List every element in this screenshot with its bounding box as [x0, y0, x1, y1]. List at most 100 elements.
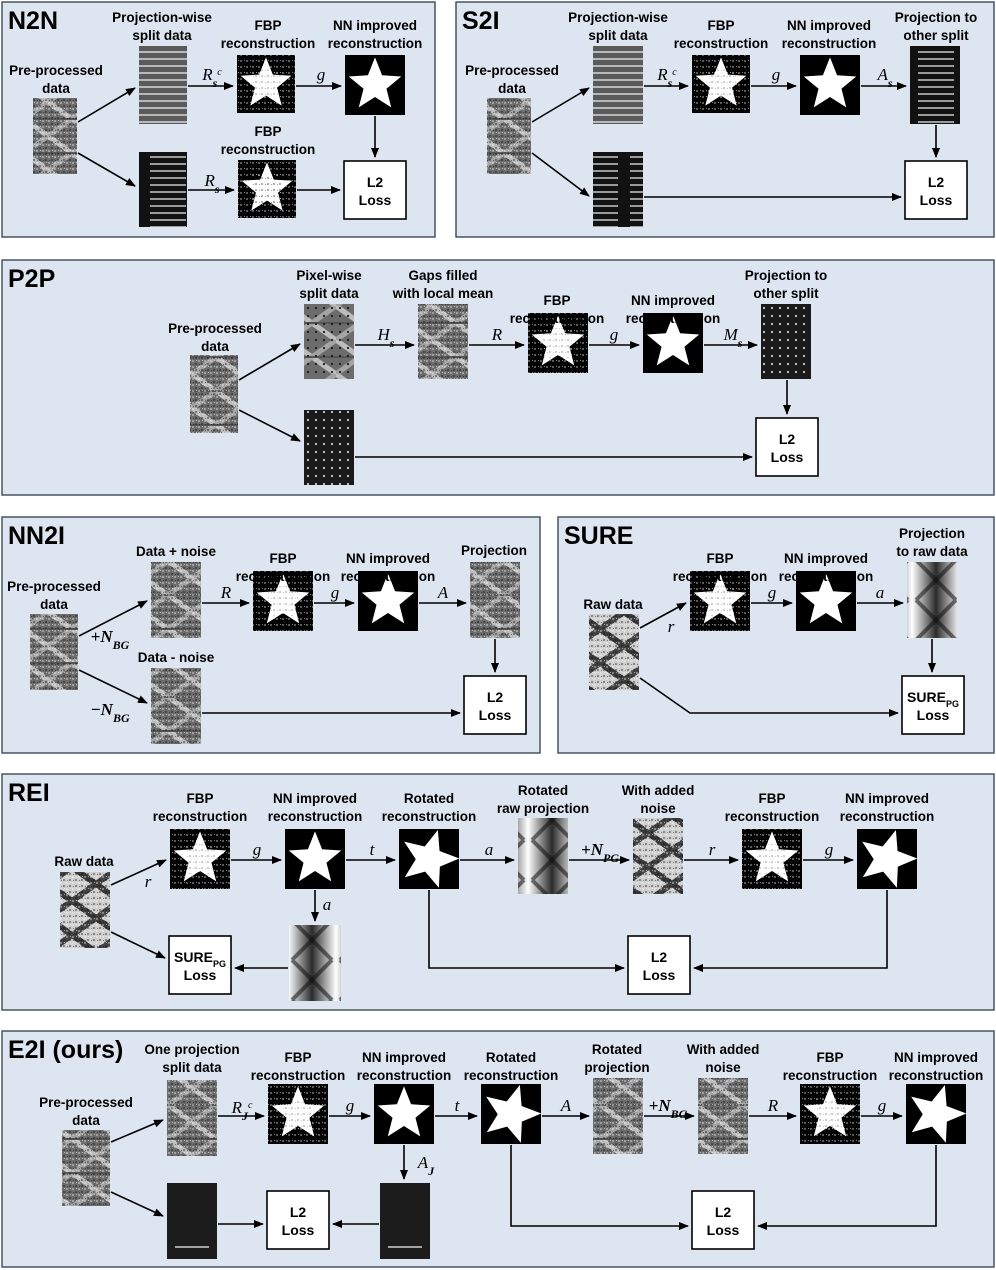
rei-rawproj-image: [518, 818, 568, 894]
e2i-edge-rot-loss2: [510, 1145, 689, 1230]
p2p-op-ms: Ms: [723, 325, 743, 350]
e2i-rot-label-line2: reconstruction: [464, 1068, 559, 1083]
e2i-split-label-line2: split data: [162, 1060, 222, 1075]
rei-fbp2-label-line1: FBP: [759, 791, 786, 806]
n2n-loss-line2: Loss: [359, 192, 392, 208]
s2i-proj-image: [910, 46, 960, 124]
rei-rawproj-label-line2: raw projection: [497, 801, 589, 816]
p2p-proj-image: [761, 304, 811, 379]
s2i-edge-pre-bottom: [531, 152, 590, 197]
sure-op-a: a: [876, 583, 885, 602]
sure-proj-label-line2: to raw data: [896, 544, 968, 559]
rei-edge-nn2-l2: [693, 890, 888, 972]
rei-loss-l2: [627, 935, 691, 995]
p2p-pre-label-line1: Pre-processed: [168, 321, 262, 336]
sure-fbp-image: [690, 571, 750, 631]
e2i-op-g2: g: [878, 1096, 887, 1115]
nn2i-pre-label-line1: Pre-processed: [7, 579, 101, 594]
e2i-noise-image: [698, 1078, 748, 1154]
s2i-split-bottom: [593, 152, 643, 227]
rei-op-g1: g: [253, 840, 262, 859]
e2i-fbp1-image: [268, 1084, 328, 1144]
nn2i-proj-image: [470, 562, 520, 638]
e2i-rotproj-label-line1: Rotated: [592, 1042, 642, 1057]
nn2i-minus-label: Data - noise: [138, 650, 215, 665]
e2i-op-t: t: [455, 1096, 461, 1115]
s2i-split-label-line2: split data: [588, 28, 648, 43]
sure-loss: [901, 675, 965, 735]
p2p-nn-image: [643, 313, 703, 373]
s2i-nn-image: [800, 55, 860, 115]
nn2i-proj-label: Projection: [461, 543, 527, 558]
rei-nn1-label-line1: NN improved: [273, 791, 357, 806]
p2p-pre-label-line2: data: [201, 339, 229, 354]
p2p-fbp-label-line2: reconstruction: [510, 311, 605, 326]
n2n-split-bottom: [139, 152, 187, 227]
nn2i-plus-label: Data + noise: [136, 544, 216, 559]
nn2i-title: NN2I: [8, 522, 65, 550]
e2i-pre-sino: [62, 1130, 110, 1206]
rei-loss-sure-line2: Loss: [184, 967, 217, 983]
rei-raw-image: [60, 872, 110, 948]
nn2i-op-g: g: [331, 583, 340, 602]
nodes-layer: [30, 46, 973, 1259]
n2n-pre-sino: [33, 98, 77, 174]
rei-fbp2-label-line2: reconstruction: [725, 809, 820, 824]
n2n-split-top: [139, 46, 187, 124]
s2i-proj-label-line1: Projection to: [895, 10, 978, 25]
rei-op-r2: r: [709, 840, 716, 859]
sure-fbp-label-line2: reconstruction: [673, 569, 768, 584]
n2n-op-rsc: Rsc: [201, 65, 222, 90]
e2i-pre-label-line2: data: [72, 1113, 100, 1128]
edges-layer: [77, 82, 940, 1230]
e2i-split-image: [167, 1080, 217, 1156]
p2p-nn-label-line2: reconstruction: [626, 311, 721, 326]
e2i-op-plusn: +NBG: [649, 1096, 688, 1121]
rei-edge-rot-l2: [428, 890, 625, 972]
s2i-nn-label-line2: reconstruction: [782, 36, 877, 51]
rei-nn1-image: [285, 829, 345, 889]
sure-nn-label-line1: NN improved: [784, 551, 868, 566]
e2i-nn2-label-line2: reconstruction: [889, 1068, 984, 1083]
s2i-pre-label-line2: data: [498, 81, 526, 96]
p2p-title: P2P: [8, 265, 55, 293]
n2n-fbp1-image: [237, 55, 295, 113]
rei-nn1-label-line2: reconstruction: [268, 809, 363, 824]
e2i-rot-image: [476, 1076, 548, 1146]
p2p-split-label-line2: split data: [299, 286, 359, 301]
p2p-panel: [1, 259, 995, 496]
rei-loss-l2-line1: L2: [651, 949, 668, 965]
rei-op-plusn: +NPG: [581, 840, 619, 865]
s2i-split-top: [593, 46, 643, 124]
e2i-op-g1: g: [346, 1096, 355, 1115]
e2i-nn2-label-line1: NN improved: [894, 1050, 978, 1065]
e2i-nn2-image: [901, 1076, 973, 1146]
e2i-edge-pre-bottom: [110, 1191, 164, 1217]
p2p-gaps-image: [418, 304, 468, 379]
s2i-title: S2I: [462, 7, 500, 35]
e2i-loss2-line2: Loss: [707, 1222, 740, 1238]
s2i-op-as: As: [876, 65, 892, 90]
rei-op-a-down: a: [323, 895, 332, 914]
e2i-panel: [1, 1030, 995, 1268]
e2i-fbp2-label-line1: FBP: [817, 1050, 844, 1065]
e2i-op-rjc: RJc: [231, 1098, 253, 1123]
p2p-gaps-label-line1: Gaps filled: [408, 268, 477, 283]
nn2i-op-minusn: −NBG: [90, 700, 130, 725]
sure-edge-raw-loss: [639, 677, 899, 717]
e2i-split-bottom: [167, 1183, 217, 1259]
sure-nn-image: [796, 571, 856, 631]
nn2i-edge-pre-minus: [78, 669, 148, 704]
s2i-op-rsc: Rsc: [656, 65, 677, 90]
rei-nn2-label-line1: NN improved: [845, 791, 929, 806]
s2i-proj-label-line2: other split: [903, 28, 969, 43]
nn2i-plus-image: [151, 562, 201, 638]
nn2i-fbp-label-line1: FBP: [270, 551, 297, 566]
e2i-loss2-line1: L2: [715, 1204, 732, 1220]
e2i-nn1-image: [374, 1084, 434, 1144]
nn2i-edge-pre-plus: [78, 600, 148, 637]
rei-op-r1: r: [145, 872, 152, 891]
p2p-proj-label-line1: Projection to: [745, 268, 828, 283]
sure-op-r: r: [668, 617, 675, 636]
